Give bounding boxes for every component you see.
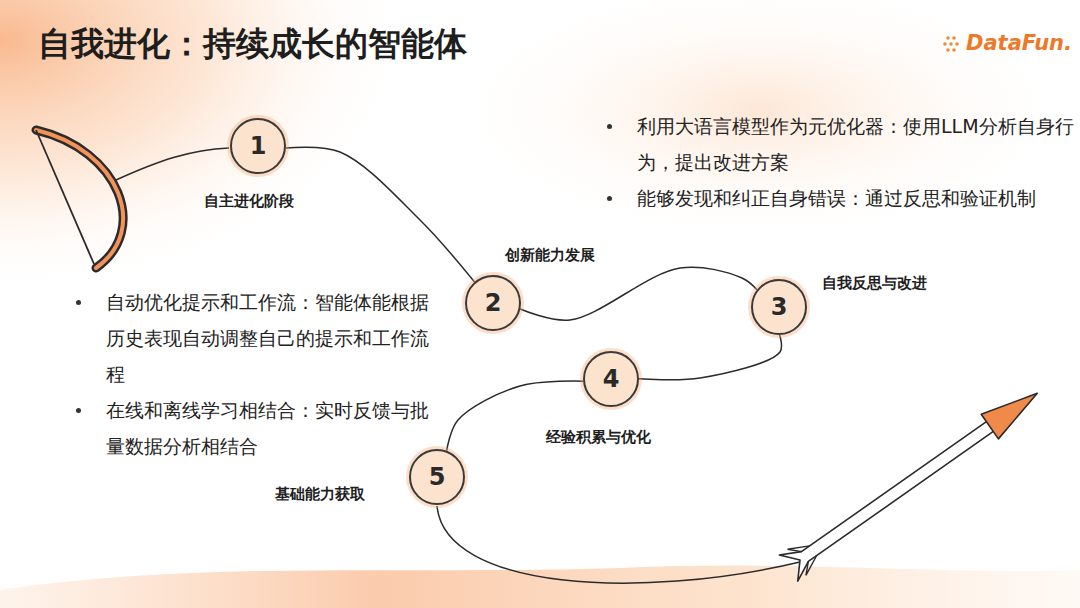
bullet-dot — [76, 408, 81, 413]
logo-text: DataFun. — [966, 29, 1072, 57]
step-circle: 2创新能力发展 — [465, 275, 521, 331]
path-connector — [639, 335, 782, 380]
logo-icon — [943, 36, 959, 52]
step-circle: 1自主进化阶段 — [230, 118, 286, 174]
bullet-text: 在线和离线学习相结合：实时反馈与批量数据分析相结合 — [106, 399, 429, 457]
step-caption: 经验积累与优化 — [546, 427, 651, 447]
step-number: 2 — [485, 291, 502, 315]
bullet-dot — [607, 196, 612, 201]
bullet-text: 能够发现和纠正自身错误：通过反思和验证机制 — [637, 180, 1077, 216]
bullet-dot — [607, 124, 612, 129]
step-circle: 4经验积累与优化 — [583, 351, 639, 407]
logo-text: DataFun. — [966, 31, 1072, 55]
bullet-dot — [76, 300, 81, 305]
step-caption: 自主进化阶段 — [204, 191, 294, 211]
path-line — [437, 506, 800, 583]
step-caption: 自我反思与改进 — [822, 273, 927, 293]
bullet-text: 自动优化提示和工作流：智能体能根据历史表现自动调整自己的提示和工作流程 — [106, 284, 436, 392]
step-number: 5 — [429, 465, 446, 489]
step-caption: 基础能力获取 — [275, 484, 365, 504]
path-connector — [286, 147, 475, 282]
step-circle: 5基础能力获取 — [409, 449, 465, 505]
bullet-text: 在线和离线学习相结合：实时反馈与批量数据分析相结合 — [106, 392, 436, 464]
step-number: 4 — [603, 367, 620, 391]
slide-title: 自我进化：持续成长的智能体 — [38, 22, 467, 67]
path-line — [116, 148, 229, 180]
bullet-text: 利用大语言模型作为元优化器：使用LLM分析自身行为，提出改进方案 — [637, 108, 1077, 180]
step-caption: 创新能力发展 — [505, 245, 595, 265]
step-circle: 3自我反思与改进 — [751, 279, 807, 335]
path-connector — [520, 267, 757, 320]
growth-arrow — [779, 380, 1046, 581]
step-number: 3 — [771, 295, 788, 319]
bullet-text: 能够发现和纠正自身错误：通过反思和验证机制 — [637, 187, 1036, 209]
crescent-shape — [36, 130, 123, 268]
step-number: 1 — [250, 134, 267, 158]
bullet-text: 自动优化提示和工作流：智能体能根据历史表现自动调整自己的提示和工作流程 — [106, 291, 429, 385]
bullet-text: 利用大语言模型作为元优化器：使用LLM分析自身行为，提出改进方案 — [637, 115, 1074, 173]
